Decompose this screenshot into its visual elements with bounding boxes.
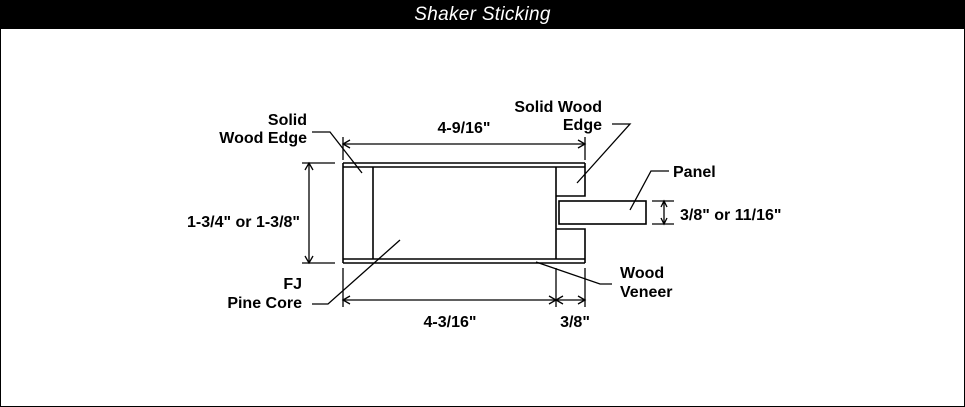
dim-top-width <box>341 137 587 160</box>
leader-veneer <box>535 261 612 285</box>
dim-label-panel-thickness: 3/8" or 11/16" <box>680 207 781 224</box>
dim-panel-thickness <box>652 199 674 226</box>
label-panel: Panel <box>673 164 716 181</box>
groove-bottom <box>556 228 586 263</box>
leader-left-edge <box>312 131 363 174</box>
dim-label-edge-width: 3/8" <box>560 314 590 331</box>
dim-label-core-width: 4-3/16" <box>424 314 477 331</box>
dim-thickness <box>302 161 335 265</box>
label-solid-wood-edge-right-1: Solid Wood <box>514 99 602 116</box>
leader-panel <box>629 170 669 211</box>
label-solid-wood-edge-right-2: Edge <box>563 117 602 134</box>
label-pine-core: Pine Core <box>227 295 302 312</box>
label-wood: Wood <box>620 265 664 282</box>
dim-bottom <box>341 268 587 307</box>
label-solid-wood-edge-left-2: Wood Edge <box>219 130 307 147</box>
dim-label-top-width: 4-9/16" <box>438 120 491 137</box>
label-veneer: Veneer <box>620 284 672 301</box>
stile-body <box>342 162 586 264</box>
dim-label-thickness: 1-3/4" or 1-3/8" <box>187 214 300 231</box>
leader-pine-core <box>312 239 401 305</box>
leader-right-edge <box>576 123 632 184</box>
diagram-title: Shaker Sticking <box>1 1 964 29</box>
panel-shape <box>558 200 647 225</box>
label-solid-wood-edge-left-1: Solid <box>268 112 307 129</box>
label-fj: FJ <box>283 276 302 293</box>
